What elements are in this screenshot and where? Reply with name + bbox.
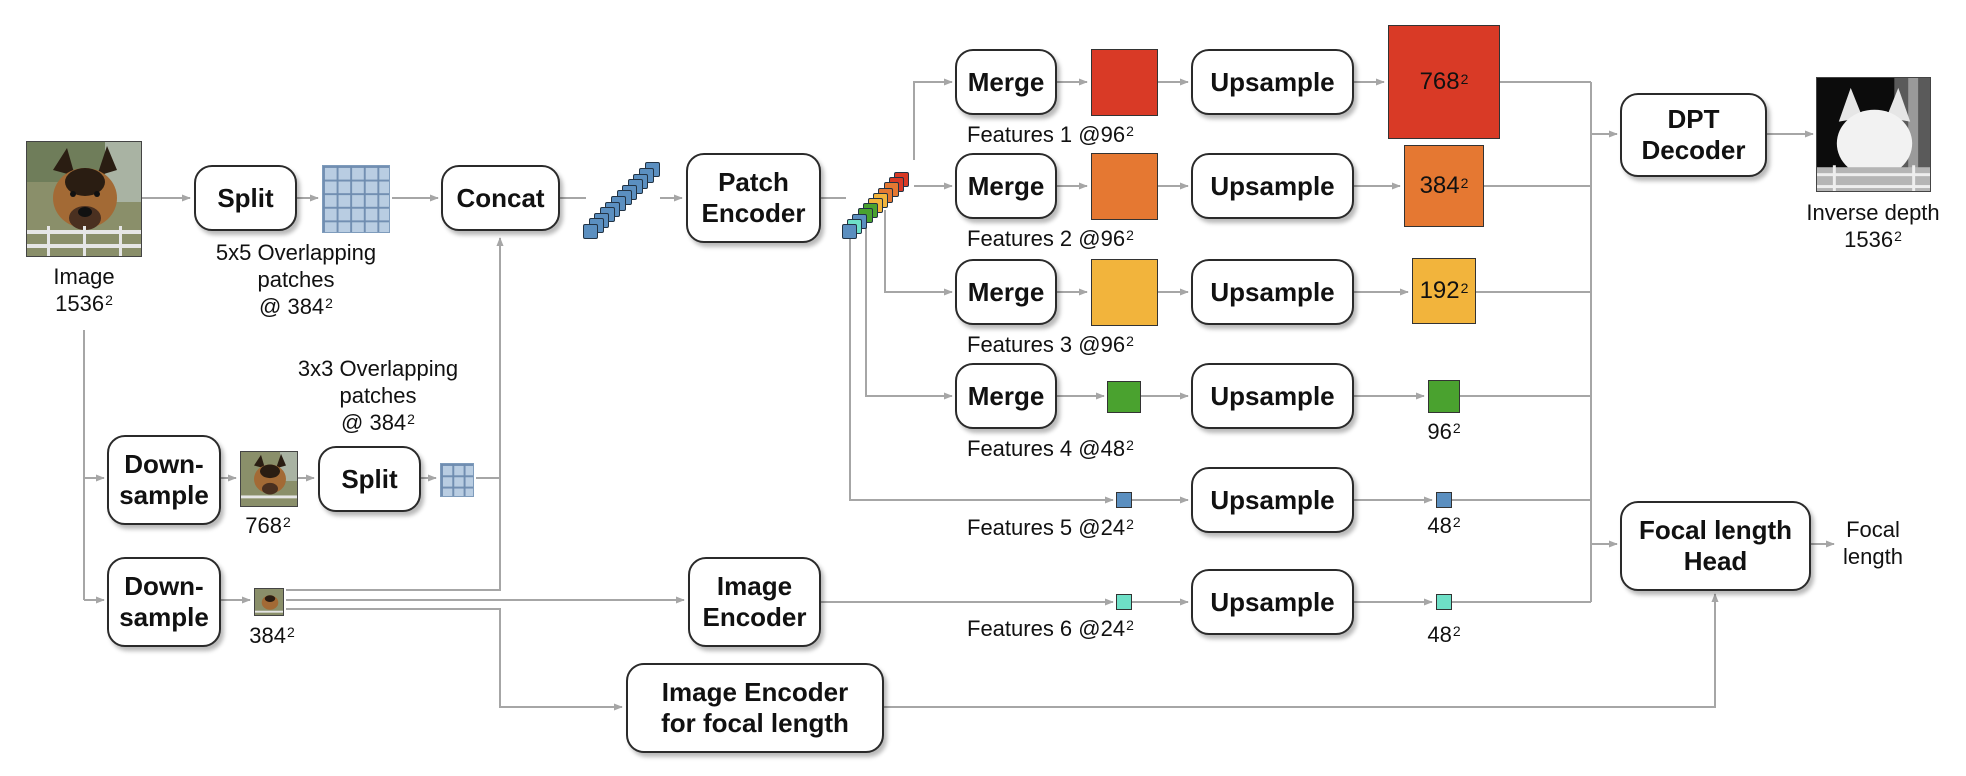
feature-square-6 xyxy=(1116,594,1132,610)
line-small-up xyxy=(286,478,501,591)
feature-label-1: Features 1 @962 xyxy=(967,122,1134,147)
patch-grid-5x5 xyxy=(322,165,390,233)
patch-cube xyxy=(583,224,598,239)
downsample1-size: 7682 xyxy=(245,513,291,538)
input-size: 15362 xyxy=(55,291,113,316)
merge-box-4: Merge xyxy=(955,363,1057,429)
input-image xyxy=(26,141,142,257)
downsample2-size: 3842 xyxy=(249,623,295,648)
upsample-box-3: Upsample xyxy=(1191,259,1354,325)
upsample-box-5: Upsample xyxy=(1191,467,1354,533)
upsample-box-1: Upsample xyxy=(1191,49,1354,115)
upsample-box-6: Upsample xyxy=(1191,569,1354,635)
feature-label-5: Features 5 @242 xyxy=(967,515,1134,540)
dog-photo-icon xyxy=(27,142,141,256)
arrow-focal-encoder-to-head xyxy=(884,593,1719,708)
feature-square-1 xyxy=(1091,49,1158,116)
downsampled-image-768 xyxy=(240,451,298,507)
feature-square-3 xyxy=(1091,259,1158,326)
split-box-2: Split xyxy=(318,446,421,512)
feature-label-2: Features 2 @962 xyxy=(967,226,1134,251)
focal-length-output-label: Focal length xyxy=(1843,517,1903,569)
arrow-to-focal-encoder xyxy=(286,608,623,711)
upsampled-label-5: 482 xyxy=(1427,513,1461,538)
feature-label-3: Features 3 @962 xyxy=(967,332,1134,357)
downsample-box-2: Down-sample xyxy=(107,557,221,647)
upsample-box-4: Upsample xyxy=(1191,363,1354,429)
split-box: Split xyxy=(194,165,297,231)
output-size: 15362 xyxy=(1844,227,1902,252)
merge-box-3: Merge xyxy=(955,259,1057,325)
depth-map-icon xyxy=(1817,78,1930,191)
line-grid-up xyxy=(476,237,504,479)
upsampled-square-4 xyxy=(1428,380,1460,413)
upsample-box-2: Upsample xyxy=(1191,153,1354,219)
merge-box-1: Merge xyxy=(955,49,1057,115)
upsampled-label-6: 482 xyxy=(1427,622,1461,647)
upsampled-square-5 xyxy=(1436,492,1452,508)
arrow-fanout-f1 xyxy=(913,78,953,160)
downsampled-image-384 xyxy=(254,588,284,616)
feature-label-4: Features 4 @482 xyxy=(967,436,1134,461)
dog-photo-icon xyxy=(241,452,297,506)
split-caption: 5x5 Overlapping patches @ 3842 xyxy=(215,240,377,319)
feature-label-6: Features 6 @242 xyxy=(967,616,1134,641)
patch-grid-3x3 xyxy=(440,463,474,497)
feature-square-2 xyxy=(1091,153,1158,220)
input-image-label: Image 15362 xyxy=(53,263,114,317)
upsampled-square-6 xyxy=(1436,594,1452,610)
split-label: Split xyxy=(217,182,274,213)
output-title: Inverse depth xyxy=(1806,200,1940,225)
split2-label: Split xyxy=(341,463,398,494)
merge-box-2: Merge xyxy=(955,153,1057,219)
upsampled-label-4: 962 xyxy=(1427,419,1461,444)
concat-label: Concat xyxy=(456,182,545,213)
concat-box: Concat xyxy=(441,165,560,231)
arrow-fanout-f3 xyxy=(884,210,953,296)
dog-photo-icon xyxy=(255,589,283,615)
input-title: Image xyxy=(53,264,115,289)
split2-caption: 3x3 Overlapping patches @ 3842 xyxy=(297,356,459,435)
feature-cube xyxy=(842,224,857,239)
arrow-fanout-f5 xyxy=(849,238,1114,504)
feature-square-4 xyxy=(1107,381,1141,413)
arrow-fanout-f4 xyxy=(865,226,953,400)
downsample-box-1: Down-sample xyxy=(107,435,221,525)
feature-square-5 xyxy=(1116,492,1132,508)
inverse-depth-image xyxy=(1816,77,1931,192)
output-label: Inverse depth 15362 xyxy=(1806,199,1939,253)
